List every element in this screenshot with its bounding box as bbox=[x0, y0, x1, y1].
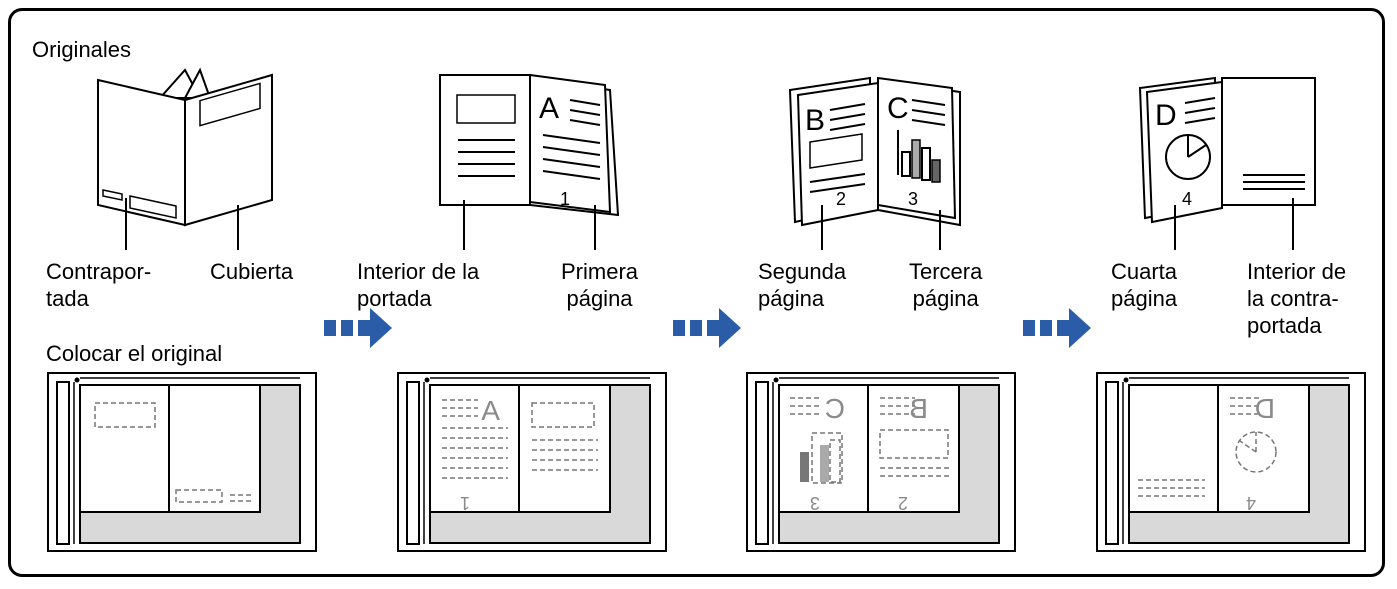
booklet-closed-illustration bbox=[97, 67, 273, 250]
page-number-4: 4 bbox=[1182, 189, 1192, 209]
label-cover: Cubierta bbox=[210, 259, 294, 284]
scanner-glass-panel-4 bbox=[1096, 372, 1366, 552]
label-inside-back-cover: Interior de la contra- portada bbox=[1247, 259, 1347, 338]
page-letter-b: B bbox=[805, 104, 825, 137]
mirrored-number-4: 4 bbox=[1246, 493, 1256, 513]
page-letter-c: C bbox=[887, 92, 909, 125]
mirrored-number-3: 3 bbox=[810, 493, 820, 513]
scanner-glass-panel-3 bbox=[746, 372, 1016, 552]
label-first-page: Primera página bbox=[561, 259, 639, 311]
label-back-cover: Contrapor- tada bbox=[46, 259, 152, 311]
dashed-right-arrow-icon bbox=[324, 308, 392, 348]
page-number-3: 3 bbox=[908, 189, 918, 209]
mirrored-number-1: 1 bbox=[460, 493, 470, 513]
book-open-page4-illustration bbox=[1138, 76, 1316, 250]
scanner-glass-panel-1 bbox=[47, 372, 317, 552]
mirrored-number-2: 2 bbox=[898, 493, 908, 513]
mirrored-letter-d: D bbox=[1255, 393, 1275, 424]
placement-heading: Colocar el original bbox=[46, 341, 223, 366]
label-inside-front-cover: Interior de la portada bbox=[357, 259, 480, 311]
page-letter-a: A bbox=[539, 92, 559, 125]
label-fourth-page: Cuarta página bbox=[1111, 259, 1178, 311]
page-number-1: 1 bbox=[560, 189, 570, 209]
mirrored-letter-b: B bbox=[909, 393, 928, 424]
page-letter-d: D bbox=[1155, 99, 1177, 132]
diagram-frame bbox=[8, 8, 1385, 577]
book-open-page1-illustration bbox=[439, 73, 620, 250]
mirrored-letter-c: C bbox=[825, 393, 845, 424]
dashed-right-arrow-icon bbox=[673, 308, 741, 348]
label-third-page: Tercera página bbox=[909, 259, 983, 311]
originals-heading: Originales bbox=[32, 37, 132, 62]
book-open-pages-2-3-illustration bbox=[788, 76, 961, 250]
mirrored-letter-a: A bbox=[481, 395, 500, 426]
page-number-2: 2 bbox=[836, 189, 846, 209]
dashed-right-arrow-icon bbox=[1023, 308, 1091, 348]
label-second-page: Segunda página bbox=[758, 259, 847, 311]
scanner-glass-panel-2 bbox=[397, 372, 667, 552]
